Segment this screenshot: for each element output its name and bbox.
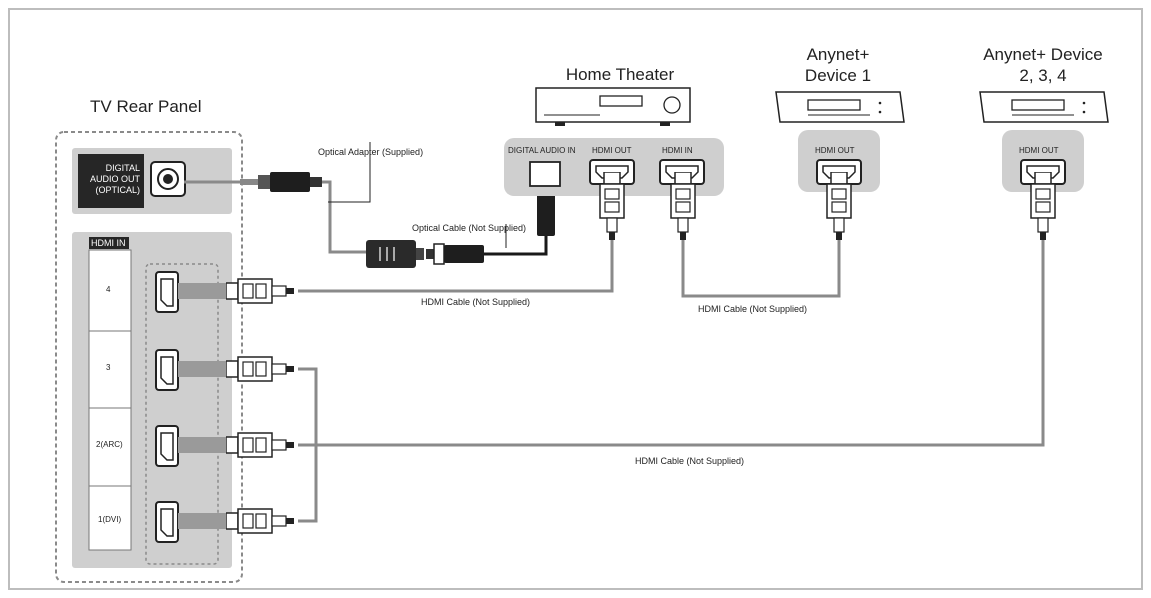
anynet-device-234-title-line-2: 2, 3, 4 (1019, 66, 1066, 85)
optical-adapter-label: Optical Adapter (Supplied) (318, 147, 423, 157)
tv-hdmi-socket-3 (155, 349, 179, 391)
tv-hdmi-socket-4 (155, 271, 179, 313)
optical-converter-box (366, 240, 424, 268)
hdmi-label-column (88, 249, 132, 551)
anynet-device-1-icon (775, 91, 905, 123)
hdmi-port-label-3: 3 (106, 363, 111, 372)
optical-adapter-cable (184, 180, 366, 254)
home-theater-device-icon (535, 87, 691, 126)
hdmi-in-label: HDMI IN (91, 238, 126, 248)
home-theater-title: Home Theater (566, 65, 675, 84)
digital-audio-out-label-bg (78, 154, 144, 208)
anynet-device-234-title-line-1: Anynet+ Device (983, 45, 1103, 64)
optical-plug-end (426, 243, 484, 265)
digital-audio-label-line-3: (OPTICAL) (95, 185, 140, 195)
optical-cable-line (484, 236, 548, 256)
tv-hdmi-socket-1 (155, 501, 179, 543)
hdmi-cable-tv4-ht (298, 240, 614, 293)
anynet-device-1-title-line-2: Device 1 (805, 66, 871, 85)
tv-panel-title: TV Rear Panel (90, 97, 202, 116)
hdmi-cable-label-2: HDMI Cable (Not Supplied) (698, 304, 807, 314)
hdmi-in-label-bg (89, 237, 129, 249)
ht-port-label-digital: DIGITAL AUDIO IN (508, 146, 576, 155)
ht-digital-audio-port (529, 161, 561, 187)
hdmi-cable-tv2-dev234 (298, 240, 1045, 447)
ht-port-label-hdmi-in: HDMI IN (662, 146, 693, 155)
digital-audio-label-line-1: DIGITAL (106, 163, 140, 173)
optical-cable-label: Optical Cable (Not Supplied) (412, 223, 526, 233)
hdmi-port-label-2: 2(ARC) (96, 440, 123, 449)
tv-hdmi-socket-2 (155, 425, 179, 467)
hdmi-cable-ht-dev1 (681, 240, 841, 298)
optical-jack-plug (240, 172, 322, 192)
digital-audio-label-line-2: AUDIO OUT (90, 174, 141, 184)
hdmi-ports-panel (145, 263, 219, 565)
anynet-device-234-icon (979, 91, 1109, 123)
anynet-device-1-title-line-1: Anynet+ (807, 45, 870, 64)
hdmi-port-label-4: 4 (106, 285, 111, 294)
anynet-device-234-port-label: HDMI OUT (1019, 146, 1059, 155)
hdmi-link-cable (298, 367, 318, 523)
hdmi-port-label-1: 1(DVI) (98, 515, 121, 524)
hdmi-cable-label-3: HDMI Cable (Not Supplied) (635, 456, 744, 466)
hdmi-cable-label-1: HDMI Cable (Not Supplied) (421, 297, 530, 307)
anynet-device-1-port-label: HDMI OUT (815, 146, 855, 155)
ht-port-label-hdmi-out: HDMI OUT (592, 146, 632, 155)
